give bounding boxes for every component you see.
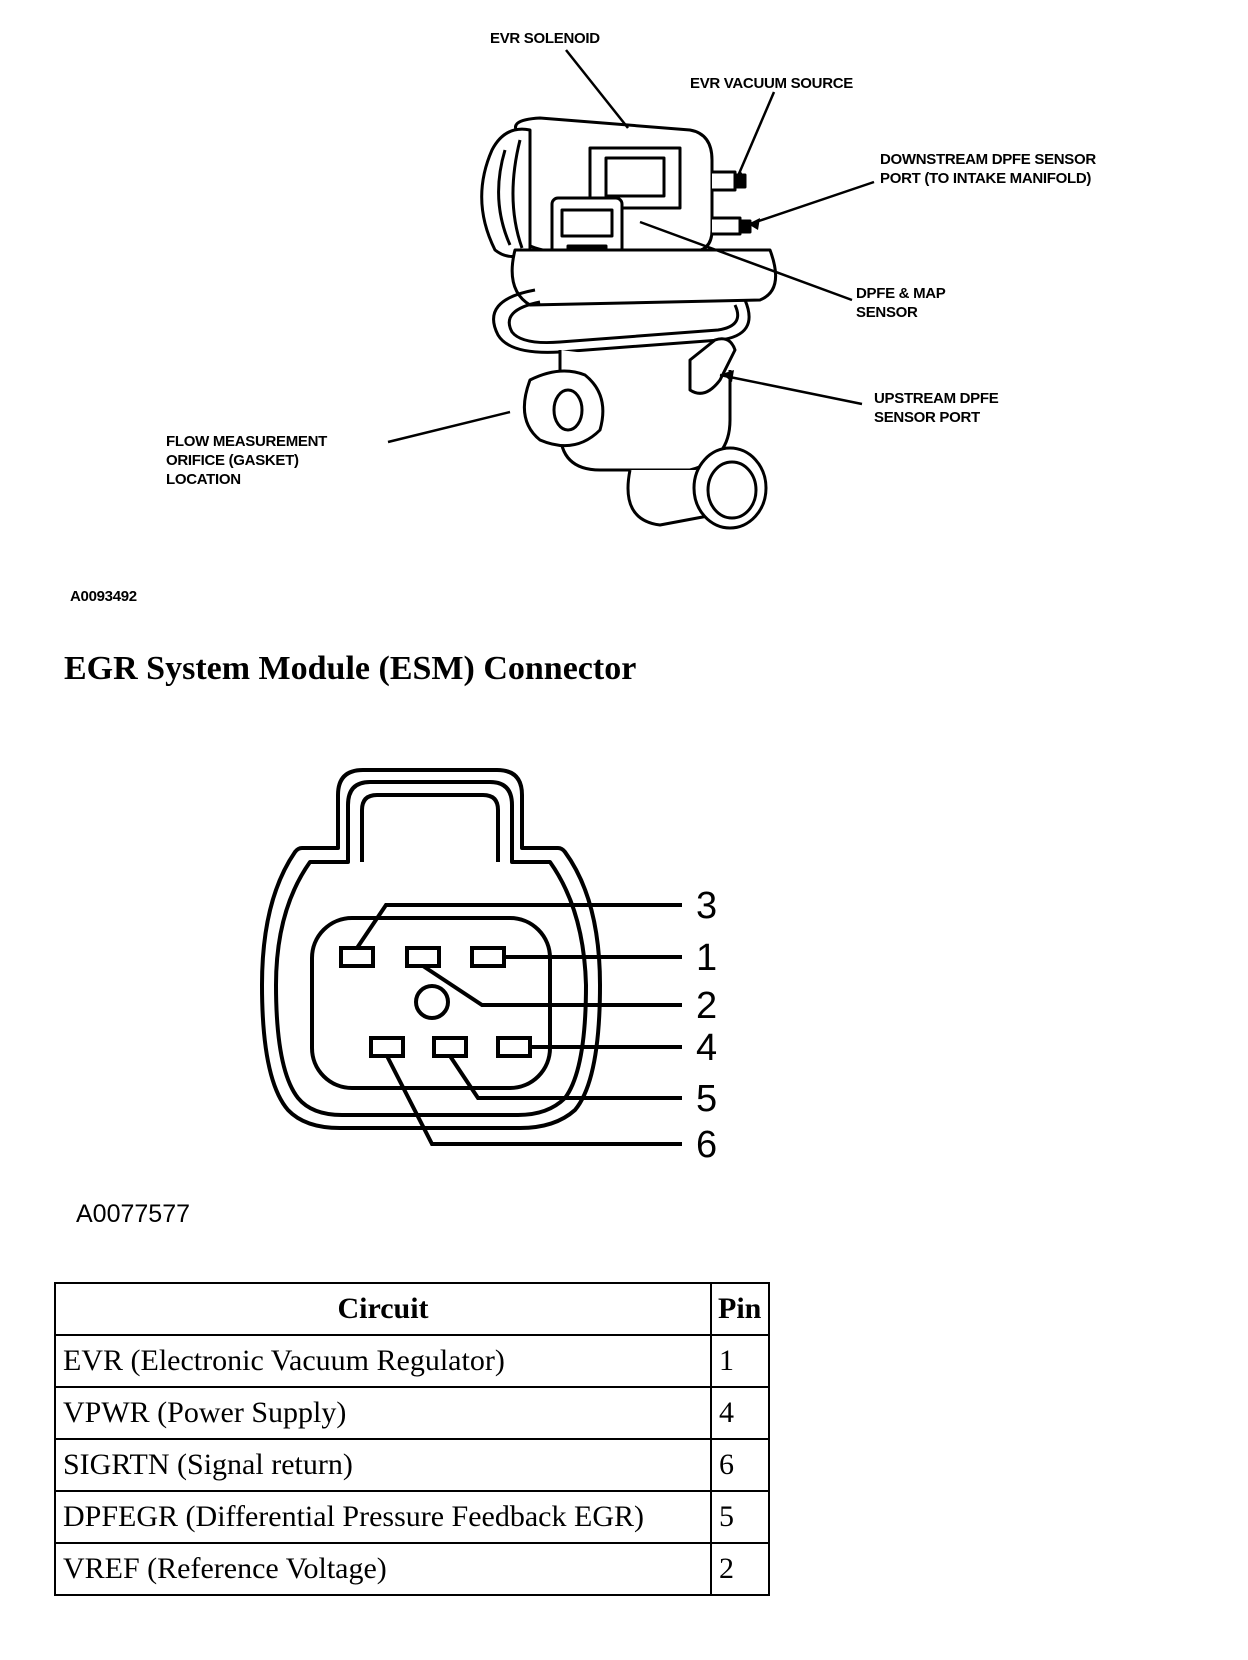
circuit-cell: SIGRTN (Signal return)	[54, 1438, 712, 1492]
callout-dpfe-map-line1: DPFE & MAP	[856, 285, 946, 302]
callout-orifice-line3: LOCATION	[166, 471, 241, 488]
upstream-port-tube	[688, 337, 737, 395]
callout-dpfe-map-line2: SENSOR	[856, 304, 918, 321]
circuit-cell: DPFEGR (Differential Pressure Feedback E…	[54, 1490, 712, 1544]
circuit-cell: VPWR (Power Supply)	[54, 1386, 712, 1440]
pin-cell: 4	[710, 1386, 770, 1440]
pin-3-terminal	[339, 946, 375, 968]
callout-arrowheads	[722, 170, 760, 382]
table-row: EVR (Electronic Vacuum Regulator) 1	[54, 1334, 770, 1388]
table-row: SIGRTN (Signal return) 6	[54, 1438, 770, 1492]
table-row: VREF (Reference Voltage) 2	[54, 1542, 770, 1596]
table-row: VPWR (Power Supply) 4	[54, 1386, 770, 1440]
pin-4-terminal	[496, 1036, 532, 1058]
pin-label-1: 1	[696, 937, 717, 979]
table-header-row: Circuit Pin	[54, 1282, 770, 1336]
pin-label-6: 6	[696, 1124, 717, 1166]
callout-downstream-port-line1: DOWNSTREAM DPFE SENSOR	[880, 151, 1096, 168]
connector-pinout-diagram: 3 1 2 4 5 6	[260, 768, 717, 1166]
flange-bolt-hole	[552, 388, 584, 432]
circuit-cell: EVR (Electronic Vacuum Regulator)	[54, 1334, 712, 1388]
pin-2-leader	[421, 964, 682, 1007]
callout-evr-solenoid: EVR SOLENOID	[490, 30, 600, 47]
pin-5-terminal	[432, 1036, 468, 1058]
pin-cell: 2	[710, 1542, 770, 1596]
solenoid-cap	[480, 127, 532, 258]
pin-3-leader	[355, 903, 682, 950]
pin-5-leader	[448, 1054, 682, 1100]
egr-module-drawing	[480, 116, 778, 530]
circuit-cell: VREF (Reference Voltage)	[54, 1542, 712, 1596]
connector-section-title: EGR System Module (ESM) Connector	[64, 650, 637, 687]
table-row: DPFEGR (Differential Pressure Feedback E…	[54, 1490, 770, 1544]
figure-id-connector: A0077577	[76, 1200, 191, 1228]
callout-downstream-port-line2: PORT (TO INTAKE MANIFOLD)	[880, 170, 1091, 187]
connector-pins	[339, 946, 532, 1058]
pin-1-terminal	[405, 946, 441, 968]
pin-extra-terminal	[470, 946, 506, 968]
pin-cell: 6	[710, 1438, 770, 1492]
pin-6-leader	[385, 1055, 682, 1146]
callout-leaders	[387, 49, 875, 444]
callout-orifice-line2: ORIFICE (GASKET)	[166, 452, 299, 469]
pin-6-terminal	[369, 1036, 405, 1058]
callout-upstream-port-line1: UPSTREAM DPFE	[874, 390, 999, 407]
pin-cell: 5	[710, 1490, 770, 1544]
pin-cell: 1	[710, 1334, 770, 1388]
egr-module-illustration: EVR SOLENOID EVR VACUUM SOURCE DOWNSTREA…	[166, 30, 1097, 530]
callout-orifice-line1: FLOW MEASUREMENT	[166, 433, 327, 450]
callout-evr-vacuum-source: EVR VACUUM SOURCE	[690, 75, 853, 92]
module-main-body	[510, 248, 778, 307]
sensor-tube-loop	[492, 288, 751, 354]
figure-id-module: A0093492	[70, 588, 137, 605]
pin-label-4: 4	[696, 1027, 717, 1069]
pin-2-locator	[414, 984, 450, 1020]
header-circuit: Circuit	[54, 1282, 712, 1336]
circuit-pin-table: Circuit Pin EVR (Electronic Vacuum Regul…	[54, 1282, 770, 1596]
pin-label-2: 2	[696, 985, 717, 1027]
header-pin: Pin	[710, 1282, 770, 1336]
pin-label-3: 3	[696, 885, 717, 927]
callout-upstream-port-line2: SENSOR PORT	[874, 409, 980, 426]
pin-label-5: 5	[696, 1078, 717, 1120]
pin-leader-lines	[355, 903, 682, 1146]
